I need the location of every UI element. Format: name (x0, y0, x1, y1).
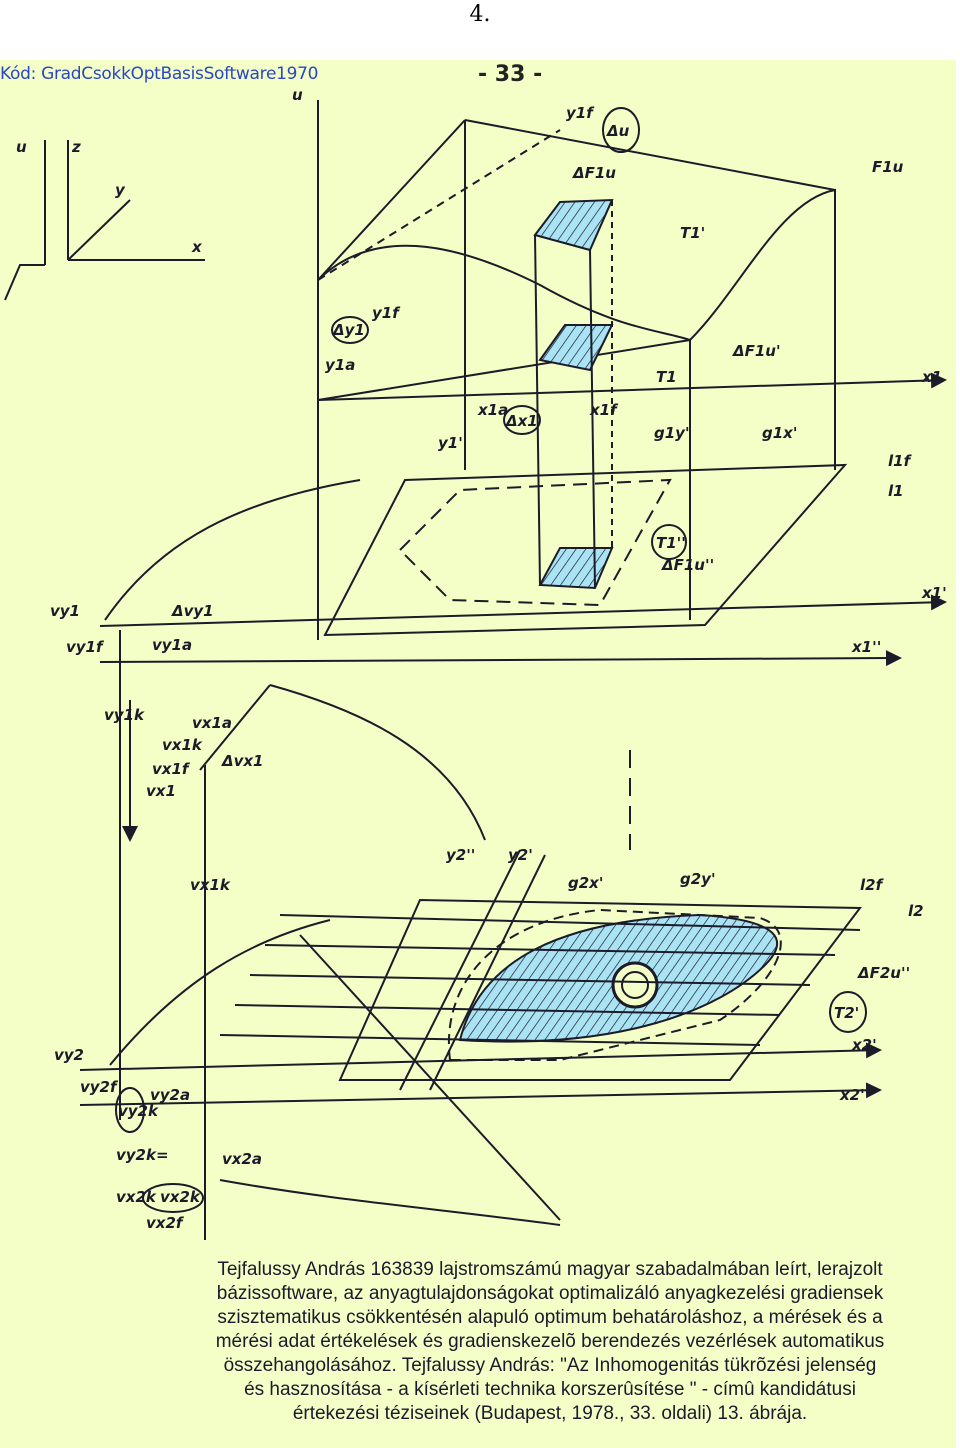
label-x2-dprime: x2'' (839, 1086, 869, 1104)
caption: Tejfalussy András 163839 lajstromszámú m… (170, 1258, 930, 1426)
label-delta-f1u-dprime: ΔF1u'' (661, 556, 714, 574)
label-vx1f: vx1f (152, 760, 191, 778)
label-vx2k: vx2k (160, 1188, 201, 1206)
caption-line: értekezési téziseinek (Budapest, 1978., … (292, 1403, 808, 1424)
label-vy1k: vy1k (104, 706, 145, 724)
caption-line: szisztematikus csökkentésén alapuló opti… (217, 1307, 883, 1328)
label-g1x: g1x' (762, 424, 797, 442)
label-key-u: u (16, 138, 27, 156)
label-g2y: g2y' (680, 870, 716, 888)
label-vx2f: vx2f (146, 1214, 185, 1232)
label-key-y: y (115, 181, 126, 199)
label-vx2a: vx2a (222, 1150, 262, 1168)
label-y2-dprime: y2'' (446, 846, 475, 864)
label-delta-vy1: Δvy1 (171, 602, 214, 620)
technical-drawing: u z y x u y1f Δu ΔF1u F1u T1' Δy1 y1f y1… (4, 86, 947, 1240)
label-t1: T1 (656, 368, 677, 386)
axis-x1 (317, 372, 947, 401)
caption-line: mérési adat értékelések és gradienskezel… (215, 1331, 885, 1352)
plane-l1 (323, 463, 848, 637)
label-delta-x1: Δx1 (505, 412, 538, 430)
label-delta-y1: Δy1 (332, 321, 365, 339)
label-y1f: y1f (566, 104, 595, 122)
label-l1f: l1f (888, 452, 913, 470)
label-t1-dprime: T1'' (656, 534, 686, 552)
optimum-point (611, 961, 659, 1009)
label-vy2k: vy2k (118, 1102, 159, 1120)
label-t2: T2' (834, 1004, 859, 1022)
label-key-z: z (71, 138, 81, 156)
label-x2-prime: x2' (851, 1036, 877, 1054)
label-delta-u: Δu (606, 122, 630, 140)
dashed-y1f (317, 129, 561, 281)
box-top-front (317, 119, 466, 281)
key-base-curve (4, 264, 45, 301)
surface-vy2 (109, 919, 331, 1066)
axis-x1-dprime (99, 650, 902, 667)
surface-vy1 (104, 479, 361, 621)
label-l2: l2 (908, 902, 924, 920)
axis-x2-prime (79, 1042, 882, 1071)
label-vy2k-eq: vy2k= (116, 1146, 169, 1164)
label-vy2f: vy2f (80, 1078, 119, 1096)
label-l1: l1 (888, 482, 904, 500)
label-f1u: F1u (872, 158, 904, 176)
box-top-back (464, 119, 836, 191)
surface-f1u (317, 188, 836, 470)
label-g2x: g2x' (568, 874, 603, 892)
axis-x2-dprime (79, 1082, 882, 1106)
label-x1a: x1a (477, 401, 508, 419)
label-x1f: x1f (589, 401, 619, 419)
dashed-contour-1 (398, 478, 672, 607)
label-y1a: y1a (325, 356, 355, 374)
caption-line: bázissoftware, az anyagtulajdonságokat o… (216, 1283, 884, 1304)
label-t1-prime: T1' (680, 224, 705, 242)
vx1-front (199, 684, 271, 771)
label-delta-f1u-prime: ΔF1u' (732, 342, 781, 360)
caption-line: összehangolásához. Tejfalussy András: "A… (223, 1355, 877, 1376)
label-x1: x1 (921, 368, 942, 386)
page-number: 4. (469, 2, 491, 27)
label-delta-f1u: ΔF1u (572, 164, 616, 182)
surface-vx1 (269, 684, 486, 841)
drawing-sheet (0, 60, 956, 1448)
dashed-contour-2 (447, 908, 782, 1061)
drawing-page-number: - 33 - (478, 62, 543, 87)
label-l2f: l2f (860, 876, 885, 894)
label-y1-dprime: y1'' (438, 434, 467, 452)
caption-line: és hasznosítása - a kísérleti technika k… (244, 1379, 856, 1400)
label-vy1: vy1 (50, 602, 80, 620)
label-vx1: vx1 (146, 782, 176, 800)
label-delta-f2u: ΔF2u'' (857, 964, 910, 982)
label-vx1k: vx1k (162, 736, 203, 754)
block-t1-low (538, 547, 614, 590)
label-g1y: g1y' (654, 424, 690, 442)
block-t1-top (533, 198, 614, 252)
label-x1-prime: x1' (921, 584, 947, 602)
key-axis-y (67, 199, 131, 261)
label-vy2: vy2 (54, 1046, 84, 1064)
label-u: u (292, 86, 303, 104)
label-key-x: x (191, 238, 203, 256)
label-y1f-b: y1f (372, 304, 401, 322)
label-vx2k-eq: vx2k (116, 1188, 157, 1206)
axis-x1-prime (99, 594, 947, 627)
label-vx1k-b: vx1k (190, 876, 231, 894)
label-vy2a: vy2a (150, 1086, 190, 1104)
label-vy1f: vy1f (66, 638, 105, 656)
plane-l2 (338, 898, 862, 1081)
code-label: Kód: GradCsokkOptBasisSoftware1970 (0, 64, 319, 84)
label-vy1a: vy1a (152, 636, 192, 654)
label-delta-vx1: Δvx1 (221, 752, 264, 770)
surface-vx2 (219, 1179, 561, 1226)
label-vx1a: vx1a (192, 714, 232, 732)
box-bottom-front (317, 339, 691, 401)
caption-line: Tejfalussy András 163839 lajstromszámú m… (217, 1259, 883, 1280)
label-y2-prime: y2' (508, 846, 533, 864)
label-x1-dprime: x1'' (851, 638, 881, 656)
